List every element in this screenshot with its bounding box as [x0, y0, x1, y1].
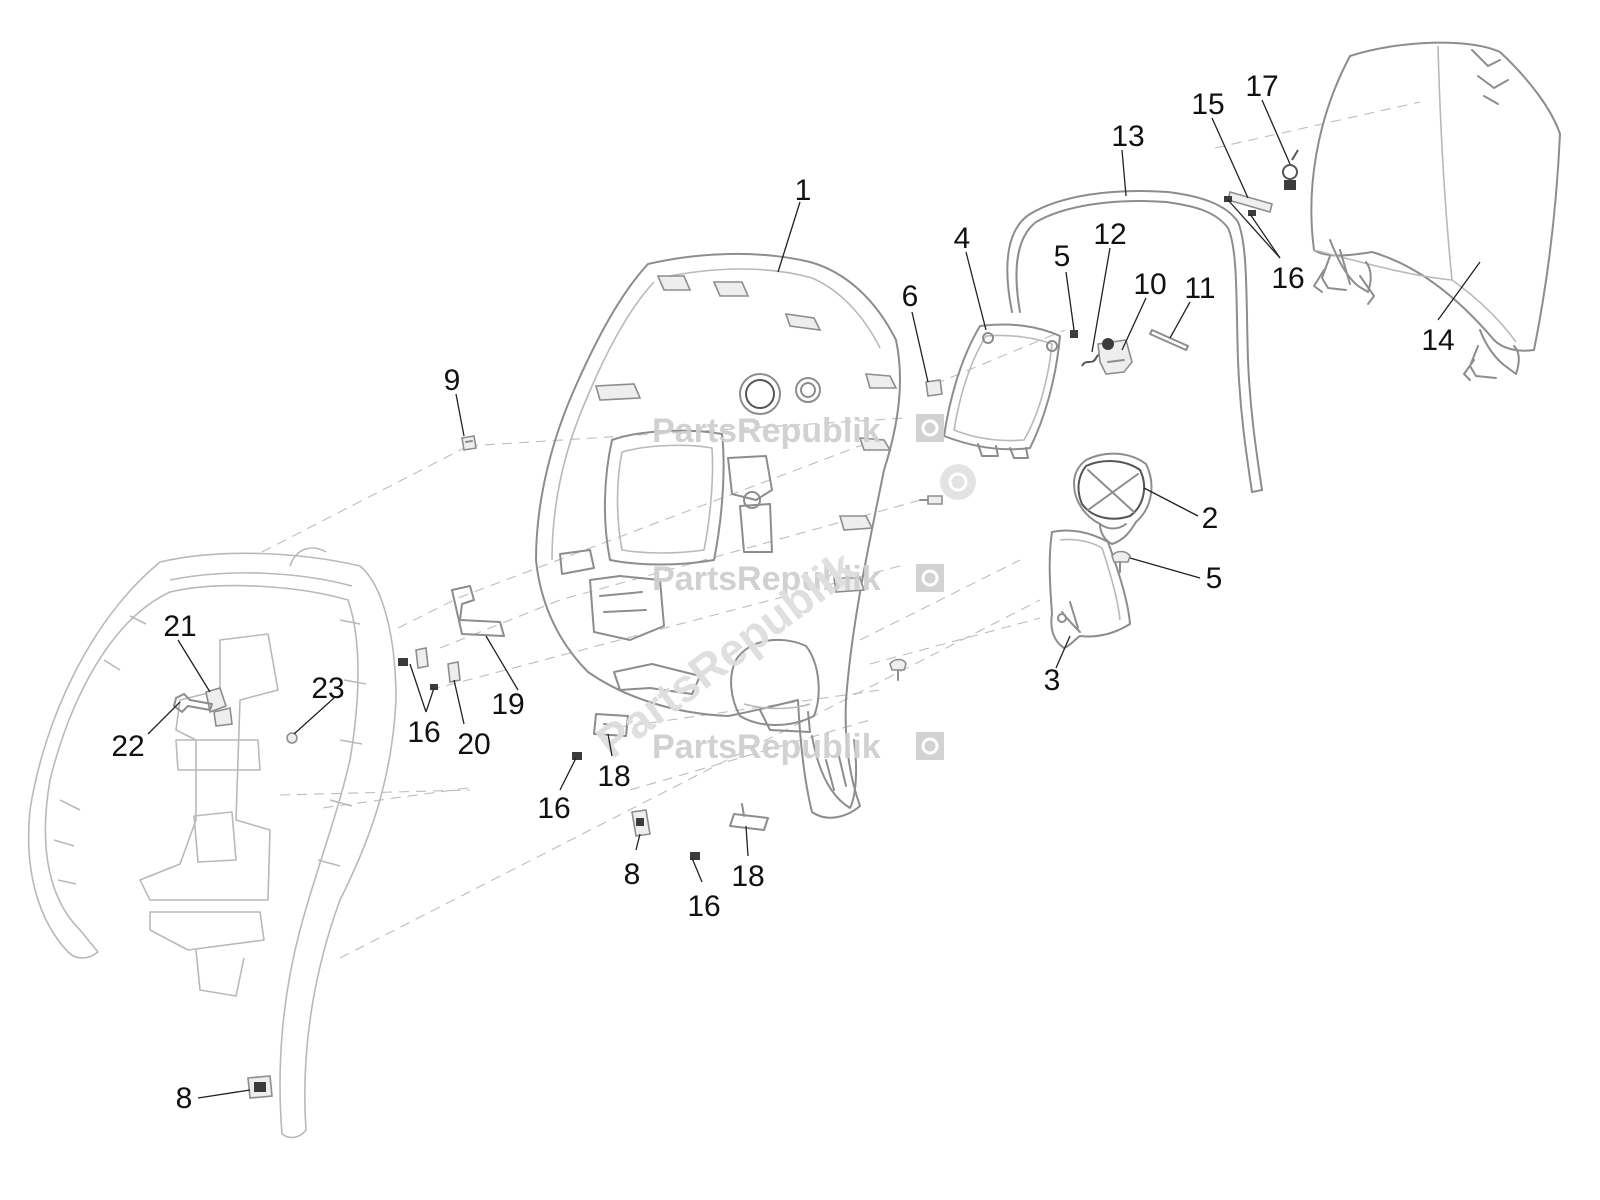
- callout-8-low: 8: [176, 1082, 193, 1115]
- lower-cover-part-3: [1048, 529, 1131, 649]
- watermark-group: PartsRepublik PartsRepublik PartsRepubli…: [587, 412, 976, 768]
- screw-part-5-upper: [1070, 330, 1078, 338]
- callout-5-lower: 5: [1206, 562, 1223, 595]
- hinge-part-21: [205, 687, 233, 727]
- callout-18-upper: 18: [597, 760, 630, 793]
- screw-part-16-b: [690, 852, 700, 860]
- callout-8-mid: 8: [624, 858, 641, 891]
- callout-14: 14: [1421, 324, 1454, 357]
- clip-part-9: [461, 435, 477, 451]
- callout-22: 22: [111, 730, 144, 763]
- clip-part-18-upper: [593, 713, 629, 737]
- callout-16-low-right: 16: [687, 890, 720, 923]
- watermark-text-lower: PartsRepublik: [652, 728, 881, 766]
- gear-icon: [916, 564, 944, 592]
- watermark-text-upper: PartsRepublik: [652, 412, 881, 450]
- clip-part-8-low: [247, 1075, 273, 1099]
- latch-part-10: [1097, 338, 1133, 375]
- callout-15: 15: [1191, 88, 1224, 121]
- pin-part-11: [1149, 329, 1189, 351]
- screw-low: [889, 658, 907, 681]
- callout-16-top: 16: [1271, 262, 1304, 295]
- clip-part-8-mid: [631, 809, 651, 837]
- bracket-part-15: [1227, 191, 1273, 213]
- callout-19: 19: [491, 688, 524, 721]
- callout-4: 4: [954, 222, 971, 255]
- leg-shield-part-14: [1310, 41, 1561, 381]
- leader-lines: [147, 99, 1481, 1099]
- assembly-guide-lines: [261, 101, 1421, 959]
- gear-icon: [916, 414, 944, 442]
- callout-3: 3: [1044, 664, 1061, 697]
- callout-5-upper: 5: [1054, 240, 1071, 273]
- callout-17: 17: [1245, 70, 1278, 103]
- bolt-part-22: [173, 693, 213, 713]
- screw-mid: [919, 495, 943, 505]
- gear-icon: [940, 464, 976, 500]
- screw-part-5-lower: [1111, 550, 1131, 573]
- bracket-part-19: [451, 585, 505, 637]
- clip-part-6: [925, 379, 943, 397]
- callout-10: 10: [1133, 268, 1166, 301]
- callout-21: 21: [163, 610, 196, 643]
- callout-2: 2: [1202, 502, 1219, 535]
- plate-part-20: [447, 661, 461, 683]
- round-cover-part-2: [1073, 452, 1153, 545]
- edge-seal-part-13: [1006, 189, 1263, 493]
- lock-cylinder-part-17: [1282, 149, 1299, 190]
- callout-23: 23: [311, 672, 344, 705]
- screws-part-16-mid: [398, 647, 438, 690]
- callout-16-low-left: 16: [537, 792, 570, 825]
- clip-part-18-lower: [729, 803, 769, 831]
- front-shield-frame: [27, 547, 397, 1139]
- callout-11: 11: [1184, 272, 1215, 305]
- nut-part-23: [286, 732, 298, 744]
- glove-box-door-part-4: [943, 323, 1061, 459]
- callout-1: 1: [795, 174, 812, 207]
- callout-20: 20: [457, 728, 490, 761]
- gear-icon: [916, 732, 944, 760]
- rear-leg-shield-part-1: [535, 252, 901, 819]
- callout-9: 9: [444, 364, 461, 397]
- callout-6: 6: [902, 280, 919, 313]
- watermark-text-middle: PartsRepublik: [652, 560, 881, 598]
- callout-labels: 1 2 3 4 5 5 6 8 8 9 10 11 12 13 14 15 16…: [111, 70, 1454, 1115]
- callout-16-mid: 16: [407, 716, 440, 749]
- callout-18-lower: 18: [731, 860, 764, 893]
- screw-part-16-a: [572, 752, 582, 760]
- callout-13: 13: [1111, 120, 1144, 153]
- callout-12: 12: [1093, 218, 1126, 251]
